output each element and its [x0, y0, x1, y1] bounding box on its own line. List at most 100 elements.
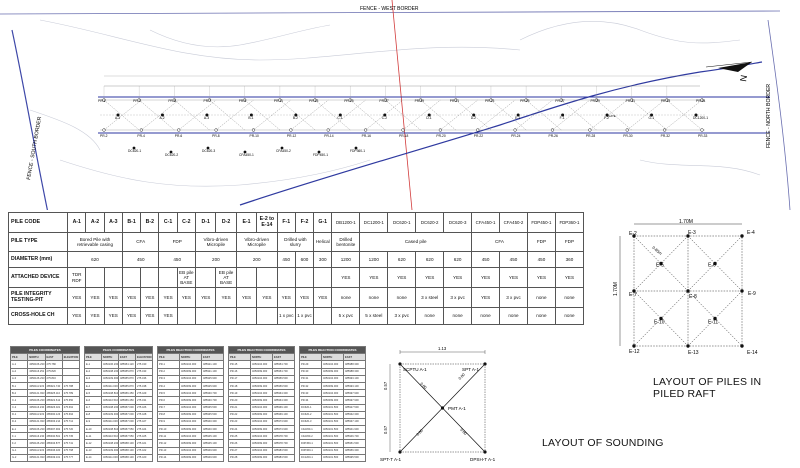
spec-cell: Cased pile [359, 232, 473, 252]
coordinate-cell: 485958.130 [118, 439, 136, 448]
spec-cell: 1200 [331, 251, 361, 268]
coordinate-cell: 4050108.230 [101, 367, 119, 376]
spec-cell: DC620-3 [443, 212, 473, 233]
coordinate-cell: PR-14 [157, 453, 180, 463]
coordinate-cell: FDP450-1 [299, 439, 322, 448]
spec-cell [256, 267, 278, 288]
coordinate-col-header: PILE [84, 353, 102, 362]
coordinate-cell: 4050109.930 [101, 446, 119, 455]
raft-pile-marker [659, 316, 663, 321]
coordinate-cell: 4050108.810 [101, 425, 119, 434]
spec-cell: DC620-1 [387, 212, 417, 233]
spec-cell: G-1 [313, 212, 333, 233]
coordinate-cell: F-1 [9, 432, 29, 441]
test-pile-marker [605, 113, 609, 117]
coordinate-cell: PR-19 [228, 389, 251, 398]
test-pile-marker [650, 113, 654, 117]
north-symbol: N [738, 74, 749, 82]
coordinate-cell: 275.820 [44, 367, 63, 376]
coordinate-cell: 4050106.230 [27, 396, 46, 405]
test-pile-label: F-1 [560, 116, 565, 120]
coordinate-cell: 485949.101 [44, 453, 63, 463]
coordinate-cell: 4050099.000 [179, 439, 202, 448]
plate-label: PLATE [607, 114, 616, 118]
test-pile-label: CFA450-1 [239, 153, 254, 157]
coordinate-cell: D-1 [9, 410, 29, 419]
coordinate-col-header: ELEVATION [135, 353, 153, 362]
coordinate-cell: E-12 [84, 439, 102, 448]
coordinate-cell: G-2 [9, 453, 29, 463]
spec-cell: 620 [67, 251, 123, 268]
coordinate-cell: 4050121.933 [27, 453, 46, 463]
spec-cell: 5 x steel [359, 307, 389, 325]
coordinate-cell: 4050104.000 [250, 374, 273, 383]
spec-cell: 1 x pvc [276, 307, 296, 325]
coordinate-cell: PR-9 [157, 417, 180, 427]
spec-cell: FDP360-1 [554, 212, 585, 233]
coordinate-col-header: EAST [118, 353, 136, 362]
coordinate-cell: 4050101.500 [321, 425, 344, 434]
coordinate-cell: C-1 [9, 396, 29, 405]
coordinate-cell: E-6 [84, 396, 102, 405]
spec-cell: 450 [499, 251, 528, 268]
pile-reaction-label: PR-18 [399, 134, 409, 138]
spec-cell: none [331, 287, 361, 308]
coordinate-cell: D-2 [9, 417, 29, 427]
spec-cell: 3 x pvc [443, 287, 473, 308]
coordinate-cell: 485933.214 [44, 417, 63, 427]
spec-cell: YES [158, 307, 178, 325]
coordinate-cell: PR-26 [228, 439, 251, 448]
spec-cell [194, 267, 217, 288]
coordinate-cell: 4050099.000 [250, 396, 273, 405]
spec-cell: 620 [443, 251, 473, 268]
spec-cell: YES [276, 287, 296, 308]
coordinate-cell: DC620-3 [299, 417, 322, 427]
test-pile-marker [116, 113, 120, 117]
raft-pile-label: E-12 [629, 349, 640, 355]
coordinate-table-title: PILES COORDINATES [10, 345, 80, 355]
coordinate-col-header: NORTH [101, 353, 119, 362]
coordinate-cell: 4050101.500 [321, 403, 344, 412]
spec-cell: 1200 [359, 251, 389, 268]
spec-cell: F-1 [276, 212, 296, 233]
coordinate-cell: 485978.700 [272, 432, 295, 441]
fence-south-line [11, 29, 48, 210]
test-pile-label: FDP450-1 [313, 153, 328, 157]
spec-cell: DC620-2 [415, 212, 445, 233]
spec-row-header: ATTACHED DEVICE [7, 267, 69, 288]
coordinate-cell: 4050101.500 [321, 417, 344, 427]
test-pile-marker [516, 113, 520, 117]
raft-pile-marker [632, 289, 636, 293]
coordinate-cell: 275.712 [61, 417, 81, 427]
spec-cell: YES [158, 287, 178, 308]
spec-cell: FDP450-1 [526, 212, 556, 233]
coordinate-cell: 4050099.000 [179, 396, 202, 405]
coordinate-cell: PR-16 [228, 367, 251, 376]
spec-cell: Vibro-driven Micropile [194, 232, 237, 252]
coordinate-cell: 485988.300 [343, 360, 366, 369]
spec-cell: 5 x pvc [331, 307, 361, 325]
spec-cell [235, 267, 258, 288]
coordinate-cell: F-2 [9, 439, 29, 448]
coordinate-cell: PR-34 [299, 396, 322, 405]
